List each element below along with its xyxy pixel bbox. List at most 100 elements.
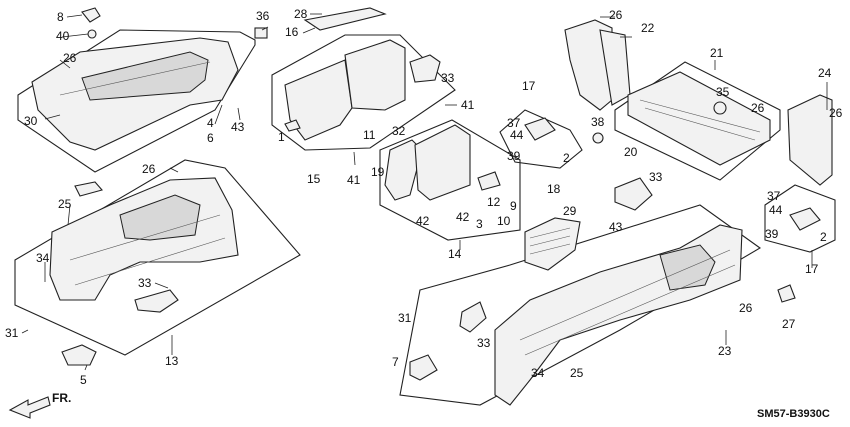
part-label-37: 37	[767, 189, 781, 203]
group-outline-17a	[499, 109, 583, 169]
quarter-trim-left-pocket	[119, 194, 201, 241]
clip-part-27	[777, 284, 796, 303]
clip-set-17-upper	[524, 117, 556, 141]
clip-part-36	[254, 27, 268, 39]
part-label-26: 26	[739, 301, 753, 315]
group-outline-17b	[764, 184, 836, 253]
part-label-12: 12	[487, 195, 501, 209]
part-label-21: 21	[710, 46, 724, 60]
hook-part-7	[409, 354, 438, 381]
part-label-9: 9	[510, 199, 517, 213]
part-label-24: 24	[818, 66, 832, 80]
part-label-44: 44	[510, 128, 524, 142]
part-label-33: 33	[477, 336, 491, 350]
side-lining-cover	[409, 54, 441, 83]
part-label-41: 41	[347, 173, 361, 187]
part-label-30: 30	[24, 114, 38, 128]
part-label-2: 2	[563, 151, 570, 165]
part-label-11: 11	[363, 128, 376, 142]
diagram-code: SM57-B3930C	[757, 408, 830, 420]
part-label-18: 18	[547, 182, 561, 196]
group-outline-21	[614, 61, 781, 181]
part-label-26: 26	[751, 101, 765, 115]
part-label-33: 33	[649, 170, 663, 184]
part-label-8: 8	[57, 10, 64, 24]
fastener-part-1	[284, 119, 301, 132]
group-outline-6	[17, 29, 256, 173]
part-label-28: 28	[294, 7, 308, 21]
bracket-part-16	[303, 7, 387, 31]
quarter-trim-right-well	[659, 244, 716, 291]
part-label-42: 42	[456, 210, 470, 224]
part-label-26: 26	[63, 51, 77, 65]
part-label-44: 44	[769, 203, 783, 217]
part-label-33: 33	[138, 276, 152, 290]
leader-lines	[21, 13, 828, 371]
grille-part-18	[524, 217, 581, 271]
part-label-6: 6	[207, 131, 214, 145]
part-label-43: 43	[231, 120, 245, 134]
front-direction-label: FR.	[52, 391, 71, 405]
part-label-14: 14	[448, 247, 462, 261]
garnish-part-5	[61, 344, 97, 366]
part-label-1: 1	[278, 130, 285, 144]
part-label-39: 39	[765, 227, 779, 241]
lid-frame	[384, 139, 423, 201]
part-label-10: 10	[497, 214, 511, 228]
side-lining	[284, 59, 353, 141]
cap-part-35	[713, 101, 727, 115]
part-label-26: 26	[829, 106, 843, 120]
side-piece-24	[787, 94, 833, 186]
clip-set-17-lower	[789, 207, 821, 231]
part-label-35: 35	[716, 85, 730, 99]
front-direction-arrow: FR.	[8, 391, 71, 419]
part-label-19: 19	[371, 165, 385, 179]
part-label-33: 33	[441, 71, 455, 85]
part-label-42: 42	[416, 214, 430, 228]
part-label-2: 2	[820, 230, 827, 244]
part-label-41: 41	[461, 98, 475, 112]
part-label-23: 23	[718, 344, 732, 358]
clip-part-8	[81, 7, 101, 23]
trim-part-34-left	[74, 181, 103, 197]
handle-part-12	[477, 171, 501, 191]
trim-part-33-left	[134, 289, 179, 313]
part-label-34: 34	[531, 366, 545, 380]
part-label-29: 29	[563, 204, 577, 218]
group-outline-14	[379, 119, 521, 241]
bracket-part-20	[614, 177, 653, 211]
part-label-26: 26	[142, 162, 156, 176]
part-label-16: 16	[285, 25, 299, 39]
part-label-25: 25	[58, 197, 72, 211]
part-label-3: 3	[476, 217, 483, 231]
clip-part-38	[592, 132, 604, 144]
part-label-38: 38	[591, 115, 605, 129]
part-label-34: 34	[36, 251, 50, 265]
group-outline-13	[14, 159, 301, 356]
part-label-39: 39	[507, 149, 521, 163]
trim-part-33-right	[459, 301, 487, 333]
part-label-22: 22	[641, 21, 655, 35]
side-lining-box	[344, 39, 406, 111]
part-label-17: 17	[805, 262, 819, 276]
part-labels: 1223456789101112131415161717181920212223…	[5, 7, 843, 387]
part-label-13: 13	[165, 354, 179, 368]
part-label-15: 15	[307, 172, 321, 186]
part-label-40: 40	[56, 29, 70, 43]
part-label-32: 32	[392, 124, 406, 138]
part-label-7: 7	[392, 355, 399, 369]
part-label-25: 25	[570, 366, 584, 380]
part-label-36: 36	[256, 9, 270, 23]
group-outline-15	[271, 34, 456, 151]
part-label-4: 4	[207, 116, 214, 130]
part-label-31: 31	[398, 311, 412, 325]
part-label-5: 5	[80, 373, 87, 387]
part-label-17: 17	[522, 79, 536, 93]
lid-panel	[414, 124, 471, 201]
part-label-31: 31	[5, 326, 19, 340]
part-label-20: 20	[624, 145, 638, 159]
part-label-26: 26	[609, 8, 623, 22]
rear-garnish	[627, 71, 771, 166]
